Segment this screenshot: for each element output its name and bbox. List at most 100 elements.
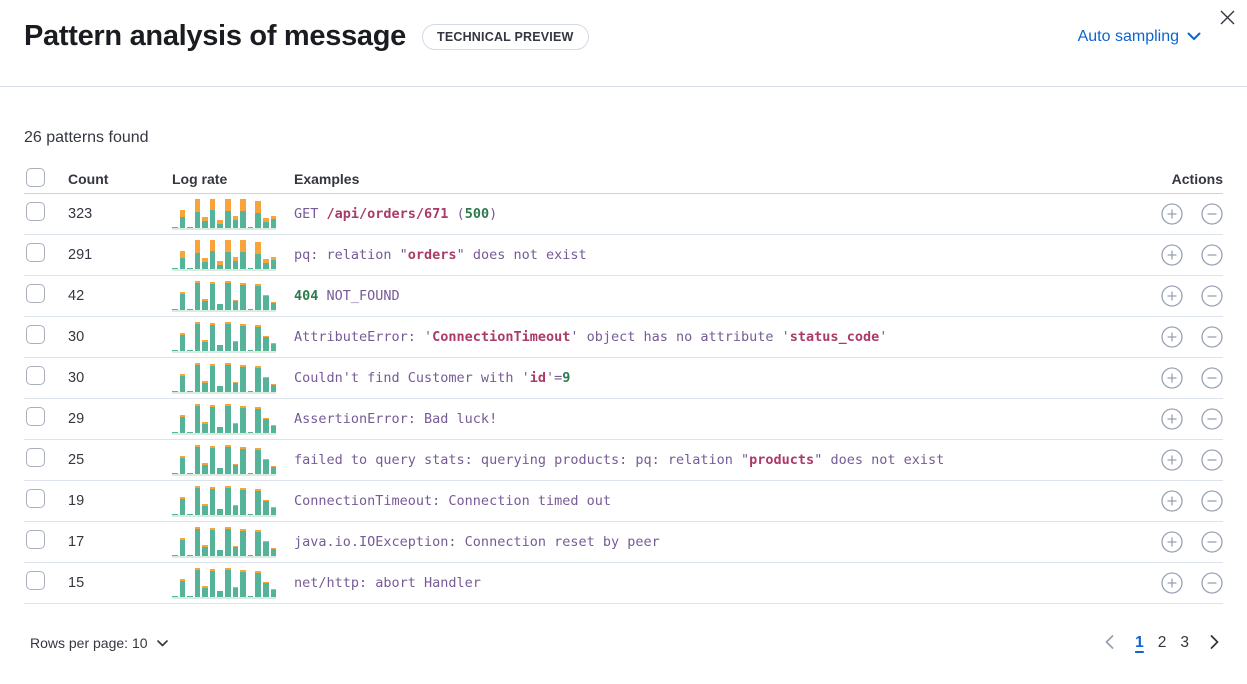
spark-bar — [247, 361, 254, 392]
spark-bar — [255, 320, 261, 351]
filter-out-pattern-button[interactable] — [1201, 326, 1223, 348]
example-token: /api/orders/671 — [326, 206, 449, 222]
spark-bar — [172, 197, 178, 228]
filter-out-pattern-button[interactable] — [1201, 408, 1223, 430]
filter-in-pattern-button[interactable] — [1161, 449, 1183, 471]
spark-bar — [187, 484, 193, 515]
row-sparkline — [172, 402, 277, 435]
filter-out-pattern-button[interactable] — [1201, 449, 1223, 471]
row-checkbox[interactable] — [26, 243, 45, 262]
spark-bar — [225, 279, 231, 310]
row-checkbox[interactable] — [26, 571, 45, 590]
row-select-cell — [24, 284, 68, 308]
spark-bar — [225, 525, 231, 556]
row-example: java.io.IOException: Connection reset by… — [294, 534, 1131, 550]
filter-in-pattern-button[interactable] — [1161, 490, 1183, 512]
row-count: 25 — [68, 452, 85, 468]
page-1-button[interactable]: 1 — [1128, 630, 1151, 656]
spark-bar — [209, 402, 216, 433]
spark-bar — [240, 525, 246, 556]
row-checkbox[interactable] — [26, 284, 45, 303]
close-icon — [1220, 10, 1234, 25]
row-checkbox[interactable] — [26, 325, 45, 344]
filter-out-pattern-button[interactable] — [1201, 285, 1223, 307]
minus-in-circle-icon — [1201, 285, 1223, 307]
spark-bar — [255, 566, 261, 597]
row-example: 404 NOT_FOUND — [294, 288, 1131, 304]
close-button[interactable] — [1213, 4, 1241, 32]
spark-bar — [217, 197, 224, 228]
spark-bar — [172, 525, 178, 556]
rows-per-page-button[interactable]: Rows per page: 10 — [24, 634, 174, 652]
filter-in-pattern-button[interactable] — [1161, 408, 1183, 430]
spark-bar — [179, 361, 186, 392]
filter-in-pattern-button[interactable] — [1161, 244, 1183, 266]
page-3-button[interactable]: 3 — [1173, 630, 1196, 656]
example-token: " does not exist — [456, 247, 587, 263]
row-checkbox[interactable] — [26, 366, 45, 385]
row-checkbox[interactable] — [26, 202, 45, 221]
filter-in-pattern-button[interactable] — [1161, 572, 1183, 594]
sampling-menu-button[interactable]: Auto sampling — [1072, 27, 1207, 47]
filter-in-pattern-button[interactable] — [1161, 203, 1183, 225]
spark-bar — [255, 238, 261, 269]
example-token: ConnectionTimeout — [432, 329, 571, 345]
select-all-cell — [24, 167, 68, 190]
page-2-button[interactable]: 2 — [1151, 630, 1174, 656]
spark-bar — [247, 484, 254, 515]
filter-in-pattern-button[interactable] — [1161, 326, 1183, 348]
row-sparkline — [172, 566, 277, 599]
filter-in-pattern-button[interactable] — [1161, 367, 1183, 389]
filter-in-pattern-button[interactable] — [1161, 531, 1183, 553]
row-count: 15 — [68, 575, 85, 591]
spark-bar — [172, 320, 178, 351]
filter-in-pattern-button[interactable] — [1161, 285, 1183, 307]
spark-bar — [270, 525, 277, 556]
spark-bar — [232, 402, 239, 433]
table-row: 42 404 NOT_FOUND — [24, 276, 1223, 317]
spark-bar — [179, 402, 186, 433]
row-checkbox[interactable] — [26, 448, 45, 467]
spark-bar — [202, 566, 208, 597]
chevron-down-icon — [1187, 32, 1201, 40]
table-row: 25 failed to query stats: querying produ… — [24, 440, 1223, 481]
filter-out-pattern-button[interactable] — [1201, 490, 1223, 512]
spark-bar — [225, 238, 231, 269]
select-all-checkbox[interactable] — [26, 167, 45, 187]
pattern-analysis-flyout: Pattern analysis of message TECHNICAL PR… — [0, 4, 1247, 656]
row-checkbox[interactable] — [26, 530, 45, 549]
spark-bar — [194, 197, 201, 228]
example-token: Couldn't find Customer with ' — [294, 370, 530, 386]
table-body: 323 GET /api/orders/671 (500) 291 pq — [24, 194, 1223, 604]
table-row: 30 Couldn't find Customer with 'id'=9 — [24, 358, 1223, 399]
minus-in-circle-icon — [1201, 244, 1223, 266]
filter-out-pattern-button[interactable] — [1201, 367, 1223, 389]
row-actions — [1131, 531, 1223, 553]
column-header-examples: Examples — [294, 170, 360, 187]
spark-bar — [262, 566, 269, 597]
filter-out-pattern-button[interactable] — [1201, 531, 1223, 553]
example-token: products — [749, 452, 815, 468]
column-header-count: Count — [68, 170, 109, 187]
example-token: " does not exist — [814, 452, 945, 468]
example-token: 500 — [464, 206, 490, 222]
column-header-actions: Actions — [1171, 170, 1223, 187]
row-count: 30 — [68, 329, 85, 345]
spark-bar — [194, 361, 201, 392]
example-token: ) — [489, 206, 498, 222]
filter-out-pattern-button[interactable] — [1201, 244, 1223, 266]
spark-bar — [225, 320, 231, 351]
previous-page-button[interactable] — [1101, 633, 1118, 654]
row-actions — [1131, 449, 1223, 471]
row-checkbox[interactable] — [26, 407, 45, 426]
row-checkbox[interactable] — [26, 489, 45, 508]
minus-in-circle-icon — [1201, 531, 1223, 553]
spark-bar — [232, 361, 239, 392]
spark-bar — [194, 402, 201, 433]
filter-out-pattern-button[interactable] — [1201, 572, 1223, 594]
spark-bar — [187, 361, 193, 392]
filter-out-pattern-button[interactable] — [1201, 203, 1223, 225]
next-page-button[interactable] — [1206, 633, 1223, 654]
spark-bar — [217, 320, 224, 351]
